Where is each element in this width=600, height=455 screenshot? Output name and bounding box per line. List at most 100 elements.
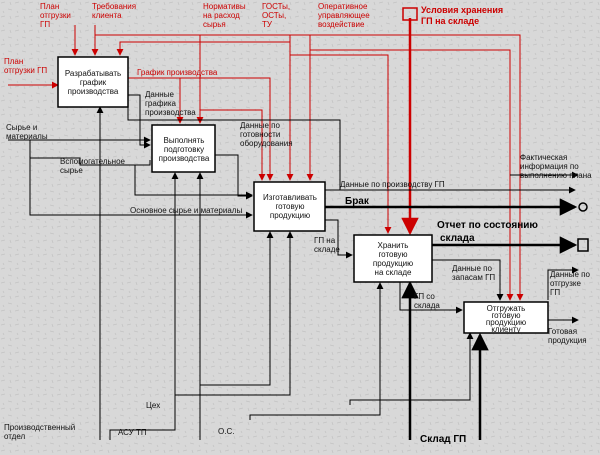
label-gost: ГОСТы, ОСТы, ТУ (262, 2, 290, 29)
svg-text:продукция: продукция (548, 336, 587, 345)
svg-text:Производственный: Производственный (4, 423, 75, 432)
label-schedule-data: Данные графика производства (145, 90, 196, 117)
svg-text:Данные: Данные (145, 90, 174, 99)
label-production-data: Данные по производству ГП (340, 180, 445, 189)
svg-text:готовности: готовности (240, 130, 280, 139)
svg-text:Выполнять: Выполнять (164, 136, 205, 145)
svg-text:продукцию: продукцию (373, 259, 413, 268)
svg-text:выполнению плана: выполнению плана (520, 171, 592, 180)
svg-text:информация по: информация по (520, 162, 579, 171)
label-defect: Брак (345, 196, 370, 207)
label-plan-top: План отгрузки ГП (40, 2, 71, 29)
box-manufacture: Изготавливать готовую продукцию (253, 181, 326, 232)
svg-text:графика: графика (145, 99, 177, 108)
label-stock-data: Данные по запасам ГП (452, 264, 495, 282)
svg-text:воздействие: воздействие (318, 20, 365, 29)
svg-text:клиенту: клиенту (491, 325, 520, 334)
label-readiness: Данные по готовности оборудования (240, 121, 293, 148)
svg-text:ГП со: ГП со (414, 292, 435, 301)
label-plan-left: План отгрузки ГП (4, 57, 47, 75)
svg-text:ТУ: ТУ (262, 20, 273, 29)
label-fact-info: Фактическая информация по выполнению пла… (520, 153, 592, 180)
svg-text:Данные по: Данные по (240, 121, 280, 130)
label-raw: Сырье и материалы (6, 123, 48, 141)
label-ship-data: Данные по отгрузке ГП (550, 270, 590, 297)
flow-arrows (8, 92, 579, 440)
svg-text:Условия хранения: Условия хранения (421, 5, 503, 15)
svg-text:Готовая: Готовая (548, 327, 577, 336)
svg-text:производства: производства (145, 108, 196, 117)
svg-text:на складе: на складе (375, 268, 412, 277)
svg-text:продукцию: продукцию (486, 318, 526, 327)
label-report: Отчет по состоянию склада (437, 220, 538, 244)
svg-text:управляющее: управляющее (318, 11, 370, 20)
label-operative: Оперативное управляющее воздействие (318, 2, 370, 29)
svg-text:склада: склада (440, 233, 475, 244)
label-warehouse: Склад ГП (420, 434, 466, 445)
svg-text:Хранить: Хранить (378, 241, 409, 250)
svg-text:Фактическая: Фактическая (520, 153, 567, 162)
svg-text:Отчет по состоянию: Отчет по состоянию (437, 220, 538, 231)
svg-text:ГП: ГП (40, 20, 50, 29)
svg-text:отгрузки: отгрузки (40, 11, 71, 20)
label-storage-conditions: Условия хранения ГП на складе (421, 5, 503, 26)
svg-text:Оперативное: Оперативное (318, 2, 368, 11)
svg-text:План: План (40, 2, 59, 11)
label-equipment: О.С. (218, 427, 234, 436)
label-aux-raw: Вспомогательное сырье (60, 157, 126, 175)
tunnel-circle-icon (578, 202, 588, 212)
svg-text:готовую: готовую (378, 250, 407, 259)
box-prepare-production: Выполнять подготовку производства (151, 124, 216, 173)
svg-text:Данные по: Данные по (452, 264, 492, 273)
svg-text:План: План (4, 57, 23, 66)
label-client-requirements: Требования клиента (92, 2, 136, 20)
svg-text:ГП на складе: ГП на складе (421, 16, 479, 26)
svg-text:оборудования: оборудования (240, 139, 293, 148)
label-schedule: График производства (137, 68, 218, 77)
svg-text:ОСТы,: ОСТы, (262, 11, 286, 20)
label-finished: Готовая продукция (548, 327, 587, 345)
label-fp-to-store: ГП на складе (314, 236, 340, 254)
label-prod-dept: Производственный отдел (4, 423, 75, 441)
box-store: Хранить готовую продукцию на складе (353, 234, 433, 283)
label-asu: АСУ ТП (118, 428, 147, 437)
svg-text:производства: производства (159, 154, 210, 163)
svg-text:ГОСТы,: ГОСТы, (262, 2, 290, 11)
svg-text:производства: производства (68, 87, 119, 96)
svg-text:Вспомогательное: Вспомогательное (60, 157, 126, 166)
svg-text:Отгружать: Отгружать (487, 304, 526, 313)
svg-text:график: график (80, 78, 107, 87)
svg-text:сырье: сырье (60, 166, 83, 175)
svg-text:Изготавливать: Изготавливать (263, 193, 317, 202)
tunnel-bracket-icon (402, 7, 418, 21)
svg-text:на расход: на расход (203, 11, 240, 20)
svg-text:отдел: отдел (4, 432, 26, 441)
svg-text:Нормативы: Нормативы (203, 2, 246, 11)
svg-text:отгрузке: отгрузке (550, 279, 581, 288)
svg-text:готовую: готовую (491, 311, 520, 320)
svg-text:ГП на: ГП на (314, 236, 336, 245)
svg-text:Разрабатывать: Разрабатывать (65, 69, 121, 78)
svg-text:подготовку: подготовку (164, 145, 204, 154)
svg-text:Требования: Требования (92, 2, 136, 11)
svg-text:готовую: готовую (275, 202, 304, 211)
box-develop-schedule: Разрабатывать график производства (57, 56, 129, 108)
svg-text:материалы: материалы (6, 132, 48, 141)
tunnel-square-icon (577, 238, 589, 252)
svg-text:Сырье и: Сырье и (6, 123, 37, 132)
label-workshop: Цех (146, 401, 160, 410)
label-fp-from-store: ГП со склада (414, 292, 440, 310)
label-norms: Нормативы на расход сырья (203, 2, 246, 29)
label-main-raw: Основное сырье и материалы (130, 206, 242, 215)
box-ship: Отгружать готовую продукцию клиенту (463, 301, 549, 334)
svg-text:склада: склада (414, 301, 440, 310)
svg-text:отгрузки ГП: отгрузки ГП (4, 66, 47, 75)
svg-text:ГП: ГП (550, 288, 560, 297)
svg-text:клиента: клиента (92, 11, 122, 20)
svg-text:сырья: сырья (203, 20, 226, 29)
svg-text:Данные по: Данные по (550, 270, 590, 279)
svg-text:складе: складе (314, 245, 340, 254)
control-arrows (8, 25, 524, 301)
svg-text:запасам ГП: запасам ГП (452, 273, 495, 282)
